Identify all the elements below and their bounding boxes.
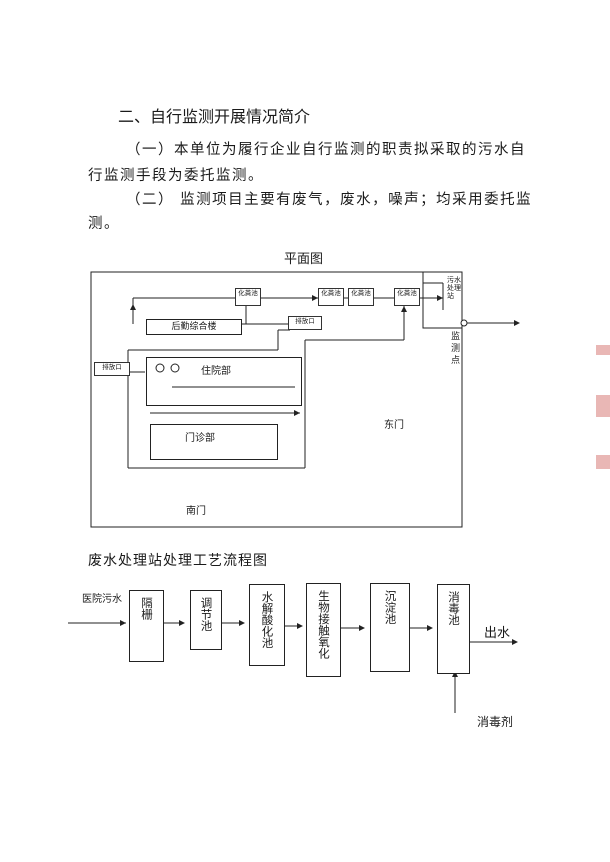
building-inpatient-label: 住院部 (201, 366, 231, 377)
paragraph-1-line-1: （一）本单位为履行企业自行监测的职责拟采取的污水自 (126, 142, 526, 158)
flow-chart-title: 废水处理站处理工艺流程图 (88, 553, 268, 569)
step-biological-contact-oxidation-label: 生物接触氧化 (317, 590, 331, 659)
step-disinfection-tank: 消毒池 (437, 584, 470, 674)
step-disinfection-tank-label: 消毒池 (447, 591, 461, 626)
building-inpatient: 住院部 (146, 357, 302, 406)
south-gate-label: 南门 (186, 506, 206, 517)
step-grille-label: 隔栅 (140, 597, 154, 620)
septic-tank-2: 化粪池 (318, 288, 344, 306)
station-label: 污水处理站 (447, 276, 461, 300)
input-label: 医院污水 (82, 594, 122, 605)
building-logistics-label: 后勤综合楼 (171, 322, 217, 332)
outlet-box-2: 排放口 (94, 362, 130, 376)
septic-tank-3: 化粪池 (348, 288, 374, 306)
septic-tank-1: 化粪池 (235, 288, 261, 306)
paragraph-1-line-2: 行监测手段为委托监测。 (88, 168, 264, 184)
output-label: 出水 (484, 626, 511, 641)
site-plan-title: 平面图 (284, 252, 324, 267)
step-hydrolysis-tank-label: 水解酸化池 (260, 591, 275, 649)
septic-tank-4: 化粪池 (394, 288, 420, 306)
step-hydrolysis-tank: 水解酸化池 (249, 584, 285, 666)
stamp-mark-1 (596, 345, 610, 355)
section-heading: 二、自行监测开展情况简介 (118, 107, 311, 126)
building-outpatient-label: 门诊部 (185, 433, 215, 444)
stamp-mark-3 (596, 455, 610, 469)
outlet-box-1: 排放口 (288, 316, 322, 330)
monitor-point-label: 监测点 (451, 332, 461, 366)
building-outpatient: 门诊部 (150, 424, 278, 460)
stamp-mark-2 (596, 395, 610, 417)
step-biological-contact-oxidation: 生物接触氧化 (306, 583, 341, 677)
paragraph-2-line-2: 测。 (88, 216, 120, 232)
reagent-label: 消毒剂 (477, 715, 514, 729)
step-sedimentation-tank-label: 沉淀池 (383, 590, 398, 625)
step-grille: 隔栅 (129, 590, 164, 662)
step-regulating-tank: 调节池 (190, 590, 222, 650)
step-sedimentation-tank: 沉淀池 (370, 583, 410, 672)
paragraph-2-line-1: （二） 监测项目主要有废气，废水，噪声；均采用委托监 (126, 192, 533, 208)
building-logistics: 后勤综合楼 (146, 319, 242, 335)
east-gate-label: 东门 (384, 420, 404, 431)
step-regulating-tank-label: 调节池 (199, 597, 214, 632)
